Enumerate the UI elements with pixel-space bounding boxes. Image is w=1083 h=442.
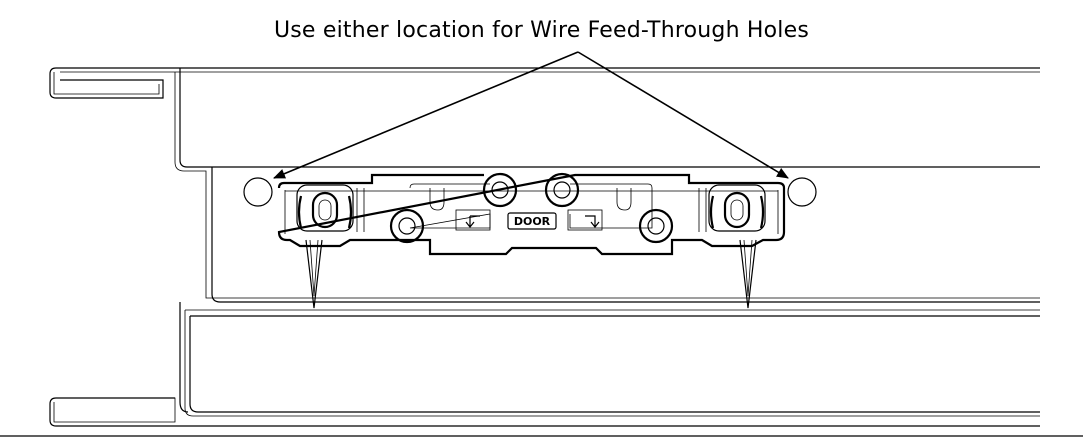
oval-slot-left xyxy=(296,184,354,232)
callout-caption: Use either location for Wire Feed-Throug… xyxy=(273,18,810,43)
wire-feed-through-hole-right xyxy=(787,177,817,207)
support-leg-right xyxy=(739,239,757,309)
door-right-arrow-icon xyxy=(585,215,600,228)
bottom-rail-profile xyxy=(49,302,1040,427)
top-rail-profile xyxy=(49,67,1040,303)
wire-feed-through-hole-left xyxy=(243,177,273,207)
screw-boss-lower-left xyxy=(389,208,425,244)
screw-boss-lower-right xyxy=(638,208,674,244)
screw-boss-upper-right xyxy=(544,172,580,208)
door-bracket: DOOR xyxy=(277,172,786,256)
door-left-arrow-icon xyxy=(465,215,480,228)
arrow-head-icon xyxy=(273,51,579,179)
screw-boss-upper-left xyxy=(482,172,518,208)
door-label-box xyxy=(507,212,557,230)
door-label: DOOR xyxy=(514,215,551,228)
oval-slot-right xyxy=(708,184,766,232)
arrow-head-icon xyxy=(577,51,789,179)
support-leg-left xyxy=(305,239,323,309)
